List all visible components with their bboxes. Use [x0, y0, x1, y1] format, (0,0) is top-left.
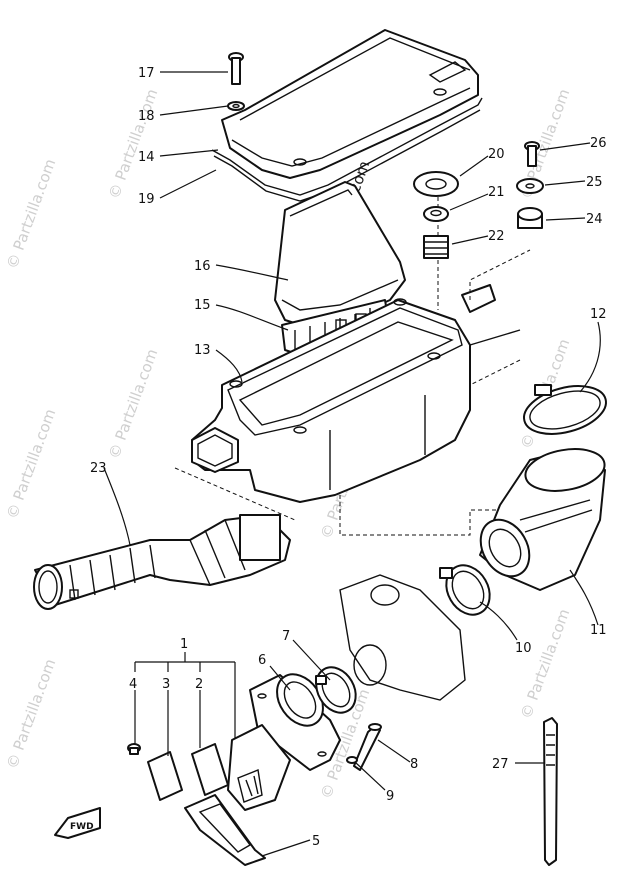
callout-23: 23 — [90, 461, 107, 476]
watermark-left-2: © Partzilla.com — [3, 406, 60, 521]
filter-element-16 — [274, 181, 406, 329]
watermark-left-3: © Partzilla.com — [3, 656, 60, 771]
callout-18: 18 — [138, 109, 155, 124]
callout-3: 3 — [162, 677, 170, 692]
reed-plate-2 — [191, 743, 229, 796]
callout-1: 1 — [180, 637, 188, 652]
gasket-5 — [184, 794, 266, 866]
callout-10: 10 — [515, 641, 532, 656]
callout-12: 12 — [590, 307, 607, 322]
watermark-right-3: © Partzilla.com — [517, 606, 574, 721]
reed-plate-3 — [147, 751, 183, 801]
callout-4: 4 — [129, 677, 137, 692]
callout-27: 27 — [492, 757, 509, 772]
callout-20: 20 — [488, 147, 505, 162]
grommet-20 — [413, 171, 459, 197]
washer-9 — [346, 756, 358, 764]
callout-9: 9 — [386, 789, 394, 804]
callout-11: 11 — [590, 623, 607, 638]
bracket-1 — [134, 652, 236, 740]
callout-5: 5 — [312, 834, 320, 849]
callout-14: 14 — [138, 150, 155, 165]
callout-21: 21 — [488, 185, 505, 200]
callout-7: 7 — [282, 629, 290, 644]
air-box-cover — [221, 29, 479, 179]
intake-duct-23 — [33, 514, 291, 610]
callout-25: 25 — [586, 175, 603, 190]
callout-13: 13 — [194, 343, 211, 358]
callout-16: 16 — [194, 259, 211, 274]
band-10 — [439, 564, 491, 616]
callout-6: 6 — [258, 653, 266, 668]
callout-15: 15 — [194, 298, 211, 313]
collar-21 — [423, 206, 449, 222]
callout-8: 8 — [410, 757, 418, 772]
screw-17 — [228, 52, 244, 85]
callout-19: 19 — [138, 192, 155, 207]
watermark-left-1: © Partzilla.com — [3, 156, 60, 271]
intake-joint-11 — [479, 448, 606, 591]
leader-lines — [103, 71, 601, 857]
fwd-marker-label: FWD — [70, 822, 94, 832]
carburetor-outline — [339, 574, 466, 701]
spring-22 — [423, 235, 449, 259]
band-12 — [523, 384, 607, 435]
cover-gasket — [211, 97, 483, 202]
fwd-marker: FWD — [54, 807, 101, 839]
watermark-mid-1: © Partzilla.com — [105, 86, 162, 201]
callout-22: 22 — [488, 229, 505, 244]
grommet-24 — [517, 207, 543, 229]
air-box-case-13 — [191, 284, 521, 503]
callout-24: 24 — [586, 212, 603, 227]
watermark-mid-2: © Partzilla.com — [105, 346, 162, 461]
callout-2: 2 — [195, 677, 203, 692]
clip-27 — [543, 717, 558, 866]
bolt-26 — [524, 141, 540, 167]
reed-block — [227, 724, 291, 811]
screw-4 — [127, 743, 141, 755]
callout-labels: 17 18 14 19 20 26 21 25 22 24 16 15 12 1… — [90, 66, 607, 849]
washer-18 — [227, 101, 245, 111]
callout-17: 17 — [138, 66, 155, 81]
washer-25 — [516, 178, 544, 194]
band-7 — [315, 666, 357, 714]
callout-26: 26 — [590, 136, 607, 151]
